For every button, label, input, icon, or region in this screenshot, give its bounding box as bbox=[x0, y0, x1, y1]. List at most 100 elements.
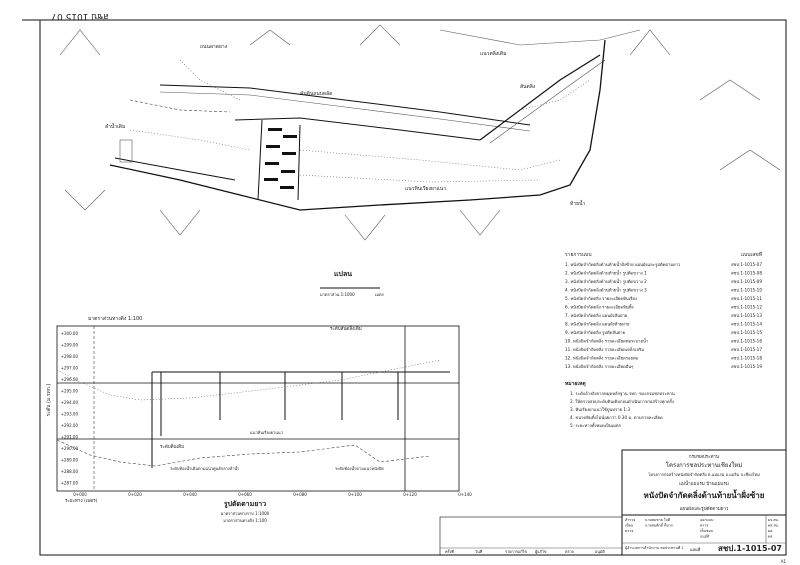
revision-column-header: วันที่ bbox=[475, 549, 483, 554]
svg-text:ระดับสันตลิ่งเดิม: ระดับสันตลิ่งเดิม bbox=[330, 325, 362, 332]
svg-text:ระดับท้องน้ำเดิมตามแนวศูนย์กลา: ระดับท้องน้ำเดิมตามแนวศูนย์กลางลำน้ำ bbox=[170, 464, 239, 472]
revision-block: ครั้งที่วันที่รายการแก้ไขผู้แก้ไขตรวจอนุ… bbox=[439, 516, 623, 556]
station-tick: 0+100 bbox=[348, 492, 362, 497]
drawing-list-item: 2. หนังปัดจำกัดตลิ่งด้านท้ายน้ำ รูปตัดขว… bbox=[565, 270, 647, 277]
elevation-tick: +292.00 bbox=[61, 423, 79, 428]
longitudinal-profile: มาตราส่วนทางดิ่ง 1:100 ระดับสันตลิ่งเดิม… bbox=[46, 315, 472, 523]
drawing-list-item: 12. หนังปัดจำกัดตลิ่ง รายละเอียดรอยต่อ bbox=[565, 355, 639, 361]
drawing-list-number: สชป.1-1015-18 bbox=[731, 356, 762, 361]
svg-text:A1: A1 bbox=[781, 559, 787, 564]
remark-item: 3. หินเรียงยาแนวใช้ปูนทราย 1:3 bbox=[570, 406, 630, 413]
drawing-list-number: สชป.1-1015-17 bbox=[731, 347, 762, 352]
svg-text:กรมชลประทาน: กรมชลประทาน bbox=[689, 454, 719, 460]
drawing-list-item: 10. หนังปัดจำกัดตลิ่ง รายละเอียดท่อระบาย… bbox=[565, 338, 648, 344]
svg-text:สันตลิ่ง: สันตลิ่ง bbox=[520, 83, 536, 90]
svg-text:โครงการชลประทานเชียงใหม่: โครงการชลประทานเชียงใหม่ bbox=[666, 461, 742, 469]
drawing-list-number: สชป.1-1015-12 bbox=[731, 305, 762, 310]
drawing-list-number: สชป.1-1015-16 bbox=[731, 339, 762, 344]
remark-item: 1. ระดับอ้างอิงจากหมุดหลักฐาน รทก. ของกร… bbox=[570, 391, 675, 397]
svg-text:มาตราส่วนทางดิ่ง 1:100: มาตราส่วนทางดิ่ง 1:100 bbox=[223, 518, 267, 523]
drawing-list-item: 8. หนังปัดจำกัดตลิ่ง แผนผังท้ายฝาย bbox=[565, 321, 630, 327]
svg-text:มาตราส่วน 1:1000: มาตราส่วน 1:1000 bbox=[320, 292, 355, 297]
title-block-role: อนุมัติ bbox=[700, 535, 710, 540]
svg-text:แนวหินเรียงยาแนว: แนวหินเรียงยาแนว bbox=[405, 185, 446, 192]
title-block-name: นายสมศักดิ์ ดีมาก bbox=[645, 523, 673, 528]
elevation-tick: +287.00 bbox=[61, 481, 79, 486]
drawing-list-number: สชป.1-1015-15 bbox=[731, 330, 762, 335]
title-block-role: เห็นชอบ bbox=[700, 527, 714, 533]
title-block-value: ผส. bbox=[768, 535, 773, 539]
svg-text:รายการแบบ: รายการแบบ bbox=[565, 252, 592, 258]
title-block-role: เขียน bbox=[625, 523, 634, 528]
svg-text:ระดับท้องน้ำตามแนวหนังปัด: ระดับท้องน้ำตามแนวหนังปัด bbox=[335, 464, 384, 471]
svg-text:เมตร: เมตร bbox=[375, 292, 385, 297]
drawing-list-item: 9. หนังปัดจำกัดตลิ่ง รูปตัดสันฝาย bbox=[565, 329, 626, 336]
station-tick: 0+120 bbox=[403, 492, 417, 497]
title-block: กรมชลประทาน โครงการชลประทานเชียงใหม่ โคร… bbox=[621, 449, 787, 564]
elevation-tick: +290.00 bbox=[61, 446, 79, 451]
drawing-list-item: 11. หนังปัดจำกัดตลิ่ง รายละเอียดเหล็กเสร… bbox=[565, 346, 644, 352]
elevation-tick: +298.00 bbox=[61, 354, 79, 359]
drawing-list-number: สชป.1-1015-11 bbox=[731, 296, 762, 301]
svg-text:คันดินถมบดอัด: คันดินถมบดอัด bbox=[300, 90, 332, 97]
drawing-list-item: 7. หนังปัดจำกัดตลิ่ง แผนผังสันฝาย bbox=[565, 312, 628, 318]
svg-text:ถนนลาดยาง: ถนนลาดยาง bbox=[200, 44, 228, 50]
station-tick: 0+080 bbox=[293, 492, 307, 497]
svg-text:ระดับดินเดิม: ระดับดินเดิม bbox=[160, 444, 184, 450]
svg-text:ผู้อำนวยการสำนักงาน ชลประทานที: ผู้อำนวยการสำนักงาน ชลประทานที่ 1 bbox=[625, 545, 684, 550]
remark-item: 2. ให้ตรวจสอบระดับดินเดิมก่อนดำเนินการก่… bbox=[570, 398, 674, 405]
svg-text:ระดับ (ม.รทก.): ระดับ (ม.รทก.) bbox=[46, 384, 52, 417]
drawing-list-item: 4. หนังปัดจำกัดตลิ่งด้านท้ายน้ำ รูปตัดขว… bbox=[565, 287, 647, 294]
profile-title: รูปตัดตามยาว bbox=[224, 500, 266, 509]
revision-column-header: รายการแก้ไข bbox=[505, 549, 528, 554]
elevation-tick: +288.00 bbox=[61, 469, 79, 474]
drawing-list-number: สชป.1-1015-19 bbox=[731, 364, 762, 369]
svg-text:ลำน้ำเดิม: ลำน้ำเดิม bbox=[105, 121, 125, 130]
svg-text:แนวหินเรียงยาแนว: แนวหินเรียงยาแนว bbox=[250, 430, 283, 435]
svg-text:ท้ายน้ำ: ท้ายน้ำ bbox=[570, 198, 585, 207]
drawing-number: สชป.1-1015-07 bbox=[718, 544, 782, 553]
remark-item: 5. ระยะทางทั้งหมดเป็นเมตร bbox=[570, 422, 622, 428]
elevation-tick: +291.00 bbox=[61, 435, 79, 440]
sheet-border bbox=[39, 19, 787, 556]
drawing-list: รายการแบบ แบบเลขที่ 1. หนังปัดจำกัดตลิ่ง… bbox=[565, 251, 762, 428]
drawing-list-item: 3. หนังปัดจำกัดตลิ่งด้านท้ายน้ำ รูปตัดขว… bbox=[565, 278, 647, 285]
station-tick: 0+000 bbox=[73, 492, 87, 497]
remark-item: 4. ขนาดหินทิ้งไม่น้อยกว่า 0.30 ม. ตามราย… bbox=[570, 414, 663, 420]
title-block-role: สำรวจ bbox=[625, 518, 635, 522]
title-block-value: ผอ. bbox=[768, 529, 773, 533]
drawing-list-number: สชป.1-1015-07 bbox=[731, 262, 762, 267]
elevation-tick: +300.00 bbox=[61, 331, 79, 336]
svg-text:แผนผังและรูปตัดตามยาว: แผนผังและรูปตัดตามยาว bbox=[680, 506, 729, 512]
station-tick: 0+040 bbox=[183, 492, 197, 497]
elevation-tick: +293.00 bbox=[61, 412, 79, 417]
drawing-list-item: 5. หนังปัดจำกัดตลิ่ง รายละเอียดหินเรียง bbox=[565, 295, 637, 301]
svg-text:มาตราส่วนทางราบ 1:1000: มาตราส่วนทางราบ 1:1000 bbox=[221, 511, 270, 516]
svg-text:หมายเหตุ: หมายเหตุ bbox=[565, 381, 586, 387]
title-block-value: ผจ.สบ. bbox=[768, 518, 779, 522]
title-block-role: ออกแบบ bbox=[700, 518, 714, 522]
drawing-list-number: สชป.1-1015-08 bbox=[731, 271, 762, 276]
revision-column-header: ครั้งที่ bbox=[445, 548, 454, 554]
elevation-tick: +289.00 bbox=[61, 458, 79, 463]
drawing-list-number: สชป.1-1015-14 bbox=[731, 322, 762, 327]
elevation-tick: +299.00 bbox=[61, 343, 79, 348]
svg-text:แนวตลิ่งเดิม: แนวตลิ่งเดิม bbox=[480, 50, 506, 57]
title-block-name: นายสมชาย ใจดี bbox=[645, 517, 671, 522]
title-block-value: ผส.สบ. bbox=[768, 524, 779, 528]
elevation-tick: +295.00 bbox=[61, 389, 79, 394]
svg-text:สชป 1015 07: สชป 1015 07 bbox=[51, 11, 108, 21]
station-tick: 0+020 bbox=[128, 492, 142, 497]
svg-text:แม่น้ำแม่แรม บ้านแม่แรม: แม่น้ำแม่แรม บ้านแม่แรม bbox=[679, 480, 729, 487]
plan-view: ถนนลาดยาง ลำน้ำเดิม คันดินถมบดอัด แนวหิน… bbox=[59, 24, 781, 297]
drawing-list-number: สชป.1-1015-13 bbox=[731, 313, 762, 318]
svg-text:มาตราส่วนทางดิ่ง 1:100: มาตราส่วนทางดิ่ง 1:100 bbox=[88, 315, 142, 322]
drawing-list-item: 6. หนังปัดจำกัดตลิ่ง รายละเอียดหินทิ้ง bbox=[565, 304, 634, 310]
drawing-list-item: 13. หนังปัดจำกัดตลิ่ง รายละเอียดอื่นๆ bbox=[565, 363, 633, 369]
elevation-tick: +296.00 bbox=[61, 377, 79, 382]
drawing-list-item: 1. หนังปัดจำกัดตลิ่งด้านท้ายน้ำฝั่งซ้าย … bbox=[565, 261, 681, 268]
svg-text:แผ่นที่: แผ่นที่ bbox=[690, 547, 701, 552]
title-block-role: ตรวจ bbox=[625, 529, 633, 533]
revision-column-header: ตรวจ bbox=[565, 549, 574, 554]
